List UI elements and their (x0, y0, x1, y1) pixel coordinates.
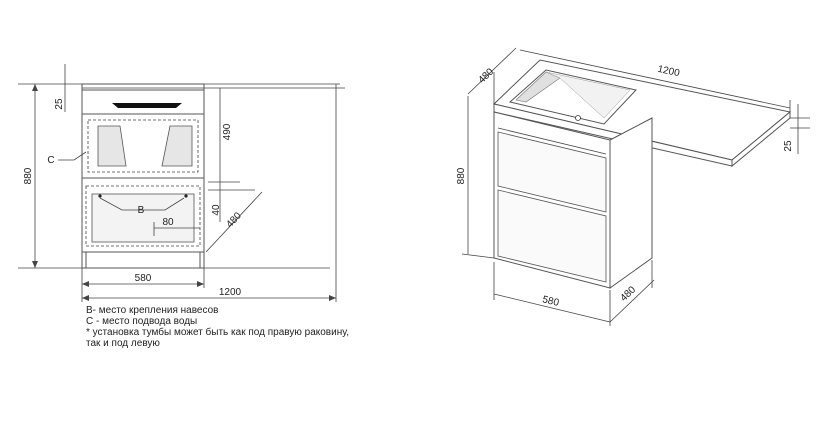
legend: B- место крепления навесов C - место под… (86, 305, 349, 349)
iso-total-width-dim-line (519, 49, 791, 109)
drain-hole (575, 115, 581, 121)
iso-cabinet-depth-dim-line (609, 279, 655, 323)
iso-top-thickness-label: 25 (783, 140, 794, 152)
sink-right-wall (161, 125, 193, 167)
hinge-point-left (98, 194, 102, 198)
height-total-label: 880 (23, 167, 34, 184)
top-thickness-label: 25 (54, 98, 65, 110)
legend-line-c: C - место подвода воды (86, 316, 198, 327)
sink-left-wall (97, 125, 127, 167)
total-width-label: 1200 (219, 287, 242, 298)
iso-depth-top-dim-line (467, 47, 517, 95)
legend-line-note: * установка тумбы может быть как под пра… (86, 327, 349, 338)
arrow-up (32, 84, 38, 91)
hinge-point-right (184, 194, 188, 198)
lower-drawer (497, 189, 607, 283)
sink-depth-label: 490 (222, 123, 233, 140)
depth-label: 480 (224, 210, 244, 230)
mark-b-label: B (138, 205, 145, 216)
cabinet-side (609, 117, 653, 289)
iso-cabinet-width-label: 580 (541, 294, 560, 309)
iso-height-label: 880 (456, 167, 467, 184)
depth-dim-line (205, 191, 263, 253)
iso-total-width-label: 1200 (656, 64, 680, 79)
lower-drawer-outline (85, 185, 201, 247)
iso-cabinet-width-dim-line (493, 293, 611, 323)
cabinet-width-label: 580 (135, 273, 152, 284)
sink-rim (112, 103, 182, 108)
b-leader (99, 197, 185, 211)
legend-line-b: B- место крепления навесов (86, 305, 219, 316)
arrow-down (32, 261, 38, 268)
iso-cabinet-depth-label: 480 (618, 284, 638, 304)
gap-label: 40 (211, 204, 222, 216)
mark-c-label: C (47, 155, 54, 166)
cabinet-outline (81, 83, 205, 269)
front-view: 880 25 B C 80 490 (18, 64, 345, 302)
offset-b-label: 80 (162, 217, 174, 228)
sink-bowl-outline (87, 119, 199, 173)
upper-drawer (497, 131, 607, 213)
legend-line-note-cont: так и под левую (86, 338, 160, 349)
c-leader (58, 151, 87, 161)
iso-view: 1200 480 880 25 580 480 (456, 47, 810, 326)
